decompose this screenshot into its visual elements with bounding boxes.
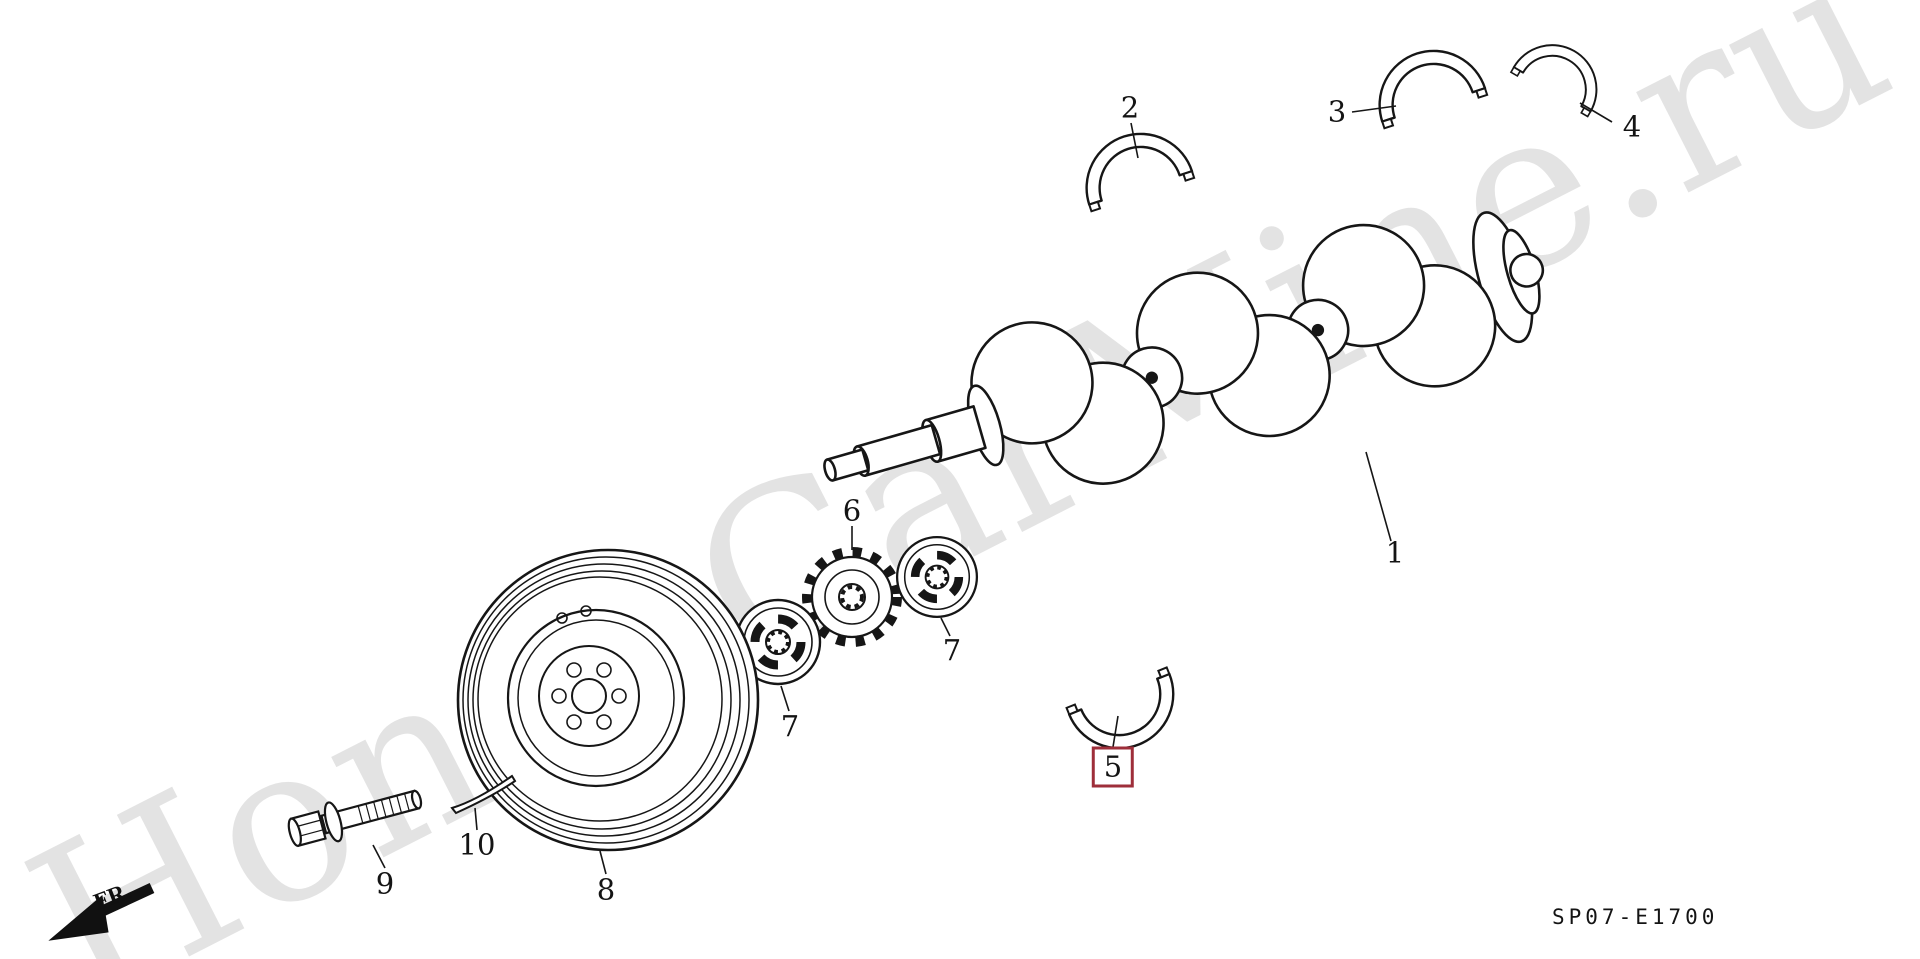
callout-2[interactable]: 2 [1120,90,1140,125]
bearing-shell-4-drawing [1509,27,1614,118]
callout-10[interactable]: 10 [458,827,496,862]
callout-7-right[interactable]: 7 [942,633,962,668]
callout-9[interactable]: 9 [375,866,395,901]
leader-lines [372,102,1613,875]
callout-7-left[interactable]: 7 [780,709,800,744]
bearing-shell-3-drawing [1364,35,1489,130]
key-drawing [450,774,517,815]
fr-arrow [48,883,155,941]
gear-drawing [802,547,902,647]
callout-5-highlighted[interactable]: 5 [1091,746,1135,788]
washer-7-right-drawing [897,537,977,617]
pulley-drawing [456,548,760,852]
callout-4[interactable]: 4 [1622,109,1642,144]
bolt-drawing [287,789,423,848]
callout-3[interactable]: 3 [1327,94,1347,129]
callout-8[interactable]: 8 [596,872,616,907]
callout-6[interactable]: 6 [842,493,862,528]
crankshaft-drawing [823,211,1545,485]
callout-1[interactable]: 1 [1385,535,1405,570]
diagram-code: SP07-E1700 [1552,905,1719,929]
